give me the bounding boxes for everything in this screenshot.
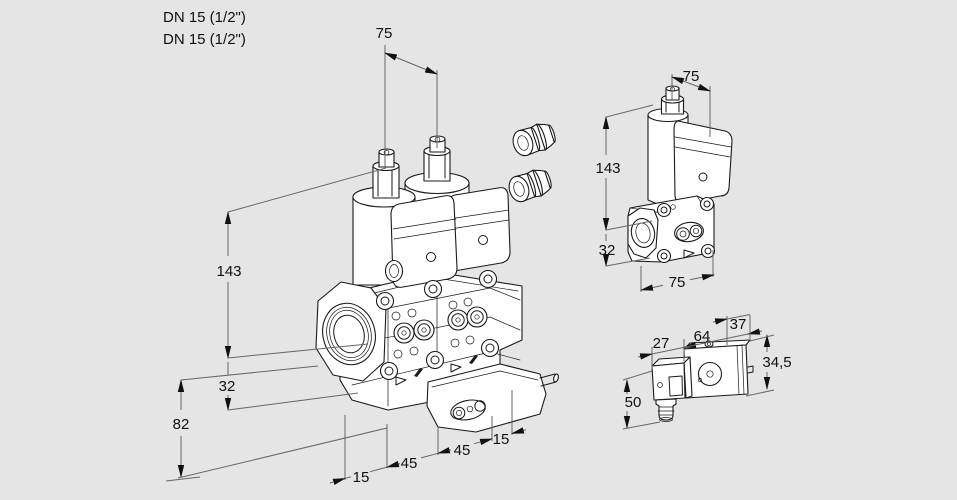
detail-view-actuator	[651, 339, 754, 422]
plug-2	[508, 169, 552, 203]
labels: DN 15 (1/2") DN 15 (1/2") 75 143 32 82 1…	[163, 9, 792, 486]
main-view-dimensions	[165, 45, 527, 485]
connector-window	[668, 375, 683, 397]
sealing-plugs	[508, 123, 556, 203]
plug-1	[512, 123, 556, 157]
main-chain-15-right: 15	[493, 431, 510, 448]
side-view-dimensions	[602, 74, 715, 292]
actuator-body	[683, 339, 754, 399]
nipple	[539, 373, 557, 387]
bottom-box	[426, 363, 559, 433]
small-screws	[391, 297, 475, 359]
port-label-2: DN 15 (1/2")	[163, 31, 246, 48]
flow-direction-marks	[395, 355, 478, 386]
detail-dim-coil-width: 27	[653, 335, 670, 352]
main-dim-height: 143	[216, 263, 241, 280]
side-view-single-valve	[627, 85, 733, 264]
actuator-coil-box	[651, 356, 693, 401]
side-dim-top-width: 75	[683, 68, 700, 85]
main-chain-15-left: 15	[353, 469, 370, 486]
main-dim-flange: 32	[219, 378, 236, 395]
detail-dim-end-width: 37	[730, 316, 747, 333]
cable-gland	[655, 398, 677, 422]
body-details	[375, 269, 500, 386]
side-cover	[673, 120, 733, 204]
detail-view-dimensions	[622, 314, 775, 430]
detail-dim-body-length: 64	[694, 328, 711, 345]
measurement-ports	[393, 306, 488, 344]
side-dim-height: 143	[595, 160, 620, 177]
inlet-flange	[315, 281, 387, 382]
detail-dim-coil-height: 50	[625, 394, 642, 411]
main-view-double-valve	[315, 135, 559, 433]
side-dim-flange: 32	[599, 242, 616, 259]
port-label-1: DN 15 (1/2")	[163, 9, 246, 26]
side-dim-bottom-width: 75	[669, 274, 686, 291]
detail-dim-height: 34,5	[762, 354, 791, 371]
main-chain-45-right: 45	[454, 442, 471, 459]
main-dim-top-width: 75	[376, 25, 393, 42]
main-chain-45-left: 45	[401, 455, 418, 472]
flow-triangle	[683, 249, 695, 259]
side-valve-block	[627, 195, 716, 264]
main-dim-lower: 82	[173, 416, 190, 433]
corner-bosses	[375, 269, 500, 381]
left-cover	[390, 195, 458, 288]
coil-covers	[384, 187, 511, 288]
